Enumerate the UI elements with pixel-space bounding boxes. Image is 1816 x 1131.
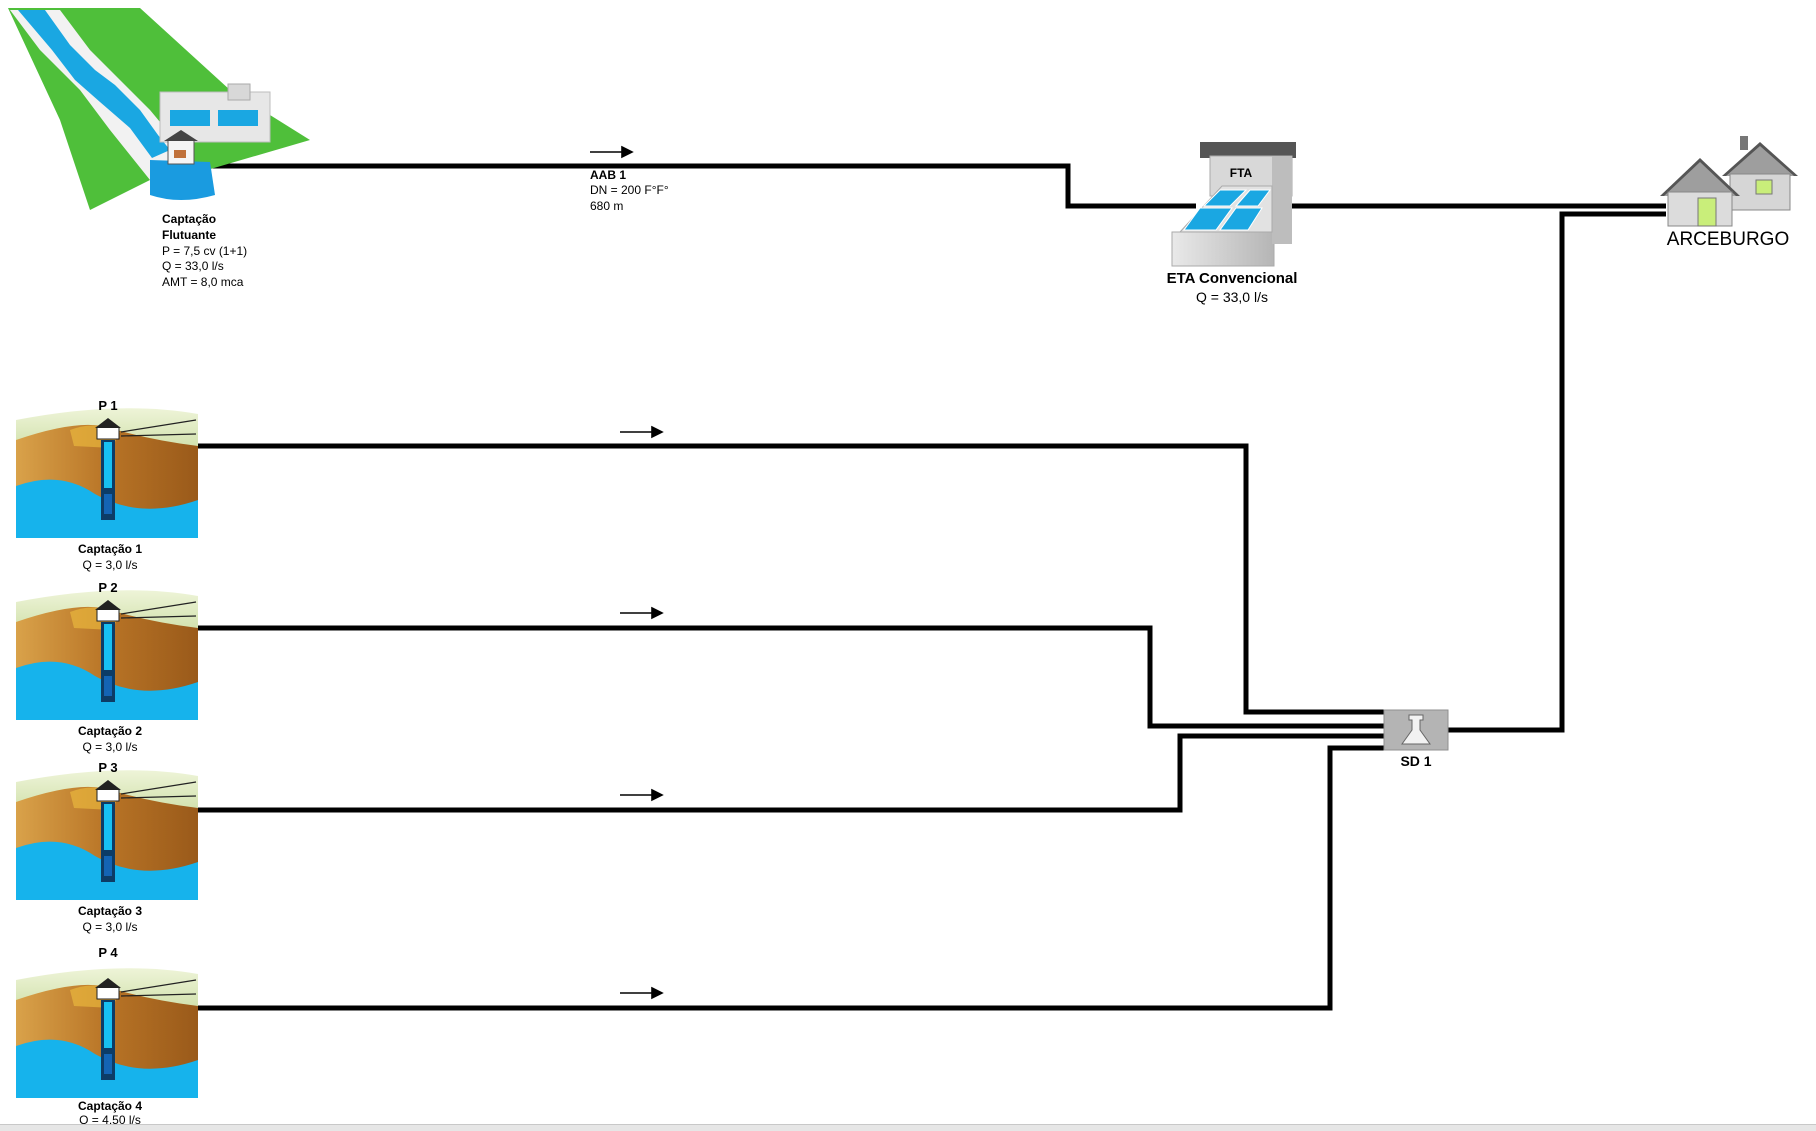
pipe-diameter: DN = 200 F°F° <box>590 183 669 197</box>
pipe-p1 <box>196 443 1384 715</box>
pipe-aab1-label: AAB 1 DN = 200 F°F° 680 m <box>590 168 669 213</box>
borehole-illustration <box>16 968 198 1098</box>
city-houses-icon <box>1660 136 1798 227</box>
intake-power: P = 7,5 cv (1+1) <box>162 244 247 258</box>
pipe-p3 <box>196 733 1384 813</box>
well-name: Captação 2 <box>78 724 142 738</box>
well-tag: P 3 <box>98 760 117 775</box>
disinfection-station-icon <box>1383 709 1449 751</box>
intake-flow: Q = 33,0 l/s <box>162 259 224 273</box>
well-tag: P 2 <box>98 580 117 595</box>
well-captacao-4: P 4 Captação 4 Q = 4,50 l/s <box>16 945 198 1127</box>
floating-intake-illustration <box>8 8 310 210</box>
well-name: Captação 1 <box>78 542 142 556</box>
well-flow: Q = 3,0 l/s <box>82 920 137 934</box>
pipe-sd1-to-city <box>1448 211 1666 733</box>
intake-head: AMT = 8,0 mca <box>162 275 244 289</box>
flow-arrow-p1 <box>620 425 664 439</box>
sd1-label: SD 1 <box>1400 753 1431 769</box>
borehole-illustration <box>16 408 198 538</box>
flow-arrows <box>590 145 664 1000</box>
status-bar <box>0 1124 1816 1131</box>
well-captacao-2: P 2 Captação 2 Q = 3,0 l/s <box>16 580 198 754</box>
eta-name: ETA Convencional <box>1167 270 1298 287</box>
well-captacao-1: P 1 Captação 1 Q = 3,0 l/s <box>16 398 198 572</box>
flow-arrow-p3 <box>620 788 664 802</box>
eta-badge: FTA <box>1230 166 1253 180</box>
well-flow: Q = 3,0 l/s <box>82 558 137 572</box>
flow-arrow-p4 <box>620 986 664 1000</box>
pipe-aab1 <box>196 163 1196 209</box>
flow-arrow-aab1 <box>590 145 634 159</box>
well-tag: P 4 <box>98 945 118 960</box>
pipe-length: 680 m <box>590 199 623 213</box>
well-flow: Q = 3,0 l/s <box>82 740 137 754</box>
well-captacao-3: P 3 Captação 3 Q = 3,0 l/s <box>16 760 198 934</box>
intake-label: Captação Flutuante P = 7,5 cv (1+1) Q = … <box>162 212 247 289</box>
well-name: Captação 4 <box>78 1099 142 1113</box>
intake-title-line2: Flutuante <box>162 228 216 242</box>
flow-arrow-p2 <box>620 606 664 620</box>
well-tag: P 1 <box>98 398 117 413</box>
intake-title-line1: Captação <box>162 212 216 226</box>
borehole-illustration <box>16 590 198 720</box>
well-flow: Q = 4,50 l/s <box>79 1113 141 1127</box>
pipe-name: AAB 1 <box>590 168 626 182</box>
pipe-p4 <box>196 745 1384 1011</box>
city-name: ARCEBURGO <box>1667 229 1789 250</box>
pipe-p2 <box>196 625 1384 729</box>
pipe-network <box>196 163 1666 1011</box>
well-name: Captação 3 <box>78 904 142 918</box>
eta-flow: Q = 33,0 l/s <box>1196 289 1268 305</box>
eta-building-icon <box>1171 142 1296 267</box>
borehole-illustration <box>16 770 198 900</box>
